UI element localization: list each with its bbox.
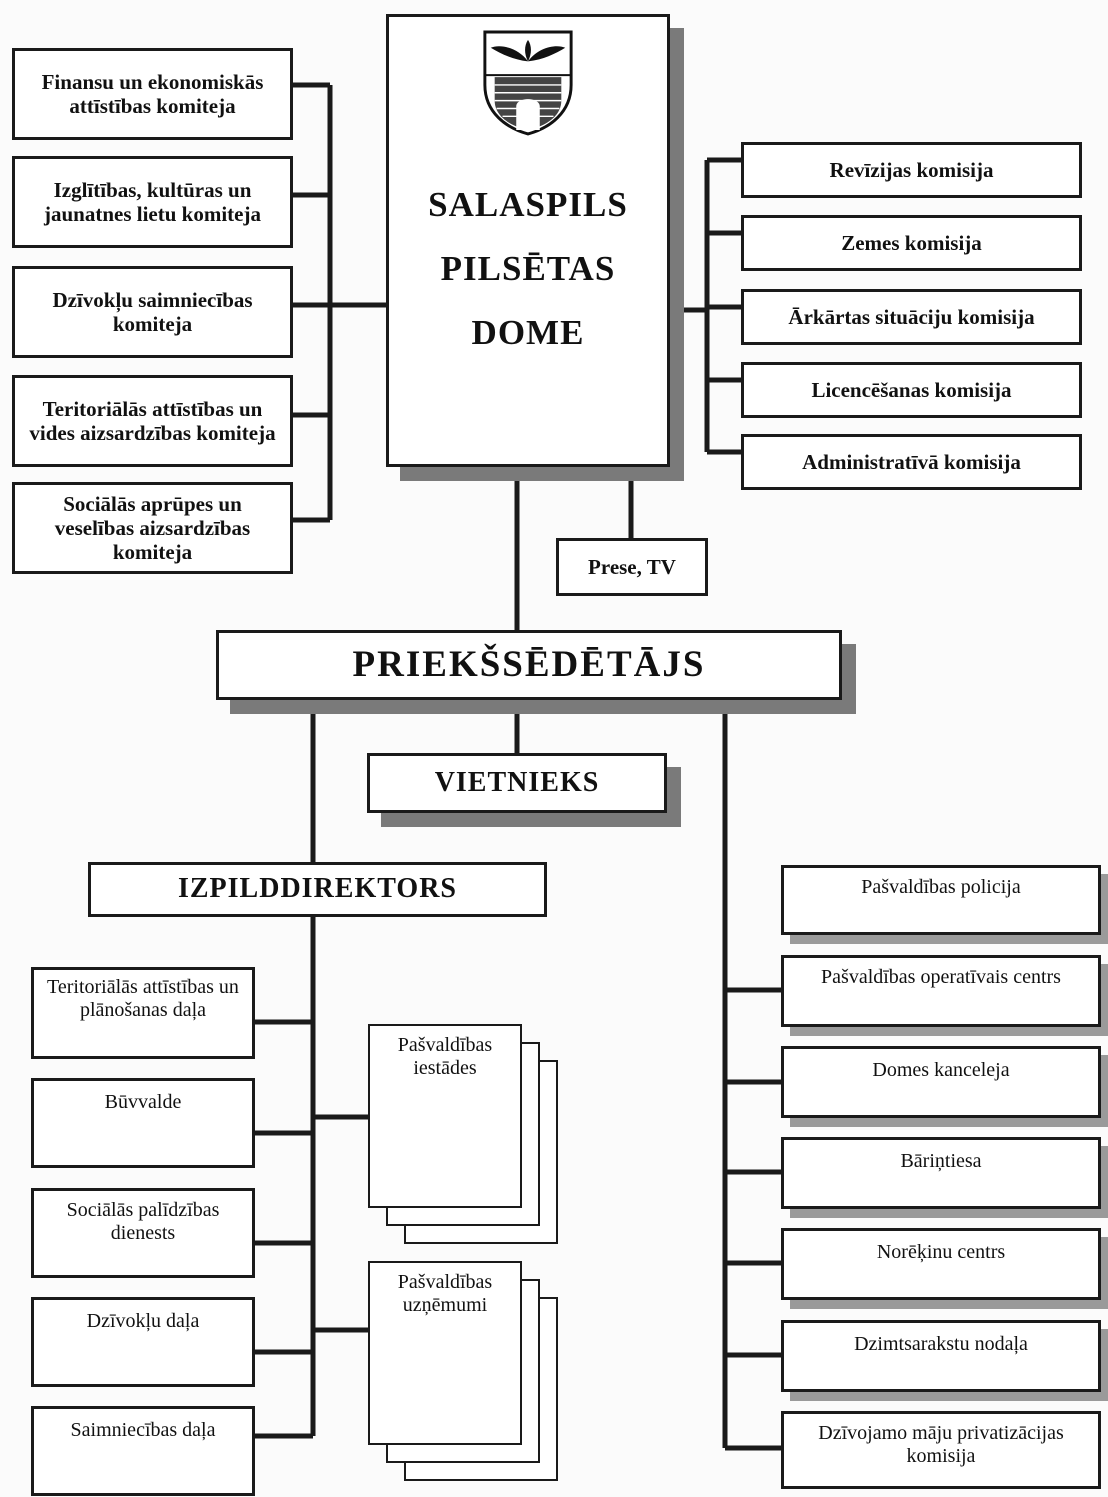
director-box: IZPILDDIREKTORS	[88, 862, 547, 917]
commission-emergency: Ārkārtas situāciju komisija	[741, 289, 1082, 345]
unit-settlement-centre: Norēķinu centrs	[781, 1228, 1101, 1300]
deputy-box: VIETNIEKS	[367, 753, 667, 813]
committee-social: Sociālās aprūpes un veselības aizsardzīb…	[12, 482, 293, 574]
unit-civil-registry: Dzimtsarakstu nodaļa	[781, 1320, 1101, 1392]
committee-housing: Dzīvokļu saimniecības komiteja	[12, 266, 293, 358]
chairman-box: PRIEKŠSĒDĒTĀJS	[216, 630, 842, 700]
council-title: SALASPILS PILSĒTAS DOME	[428, 185, 628, 352]
department-building-authority: Būvvalde	[31, 1078, 255, 1168]
municipal-enterprises-box: Pašvaldības uzņēmumi	[368, 1261, 522, 1445]
committee-territorial: Teritoriālās attīstības un vides aizsard…	[12, 375, 293, 467]
unit-operational-centre: Pašvaldības operatīvais centrs	[781, 955, 1101, 1027]
unit-orphans-court: Bāriņtiesa	[781, 1137, 1101, 1209]
department-territorial-planning: Teritoriālās attīstības un plānošanas da…	[31, 967, 255, 1059]
department-household: Saimniecības daļa	[31, 1406, 255, 1496]
commission-land: Zemes komisija	[741, 215, 1082, 271]
unit-municipal-police: Pašvaldības policija	[781, 865, 1101, 935]
committee-education: Izglītības, kultūras un jaunatnes lietu …	[12, 156, 293, 248]
committee-finance: Finansu un ekonomiskās attīstības komite…	[12, 48, 293, 140]
unit-council-office: Domes kanceleja	[781, 1046, 1101, 1118]
department-housing: Dzīvokļu daļa	[31, 1297, 255, 1387]
municipal-institutions-box: Pašvaldības iestādes	[368, 1024, 522, 1208]
council-box: SALASPILS PILSĒTAS DOME	[386, 14, 670, 467]
department-social-assistance: Sociālās palīdzības dienests	[31, 1188, 255, 1278]
unit-privatization-commission: Dzīvojamo māju privatizācijas komisija	[781, 1411, 1101, 1489]
commission-licensing: Licencēšanas komisija	[741, 362, 1082, 418]
press-box: Prese, TV	[556, 538, 708, 596]
commission-administrative: Administratīvā komisija	[741, 434, 1082, 490]
coat-of-arms-icon	[483, 30, 573, 136]
commission-audit: Revīzijas komisija	[741, 142, 1082, 198]
